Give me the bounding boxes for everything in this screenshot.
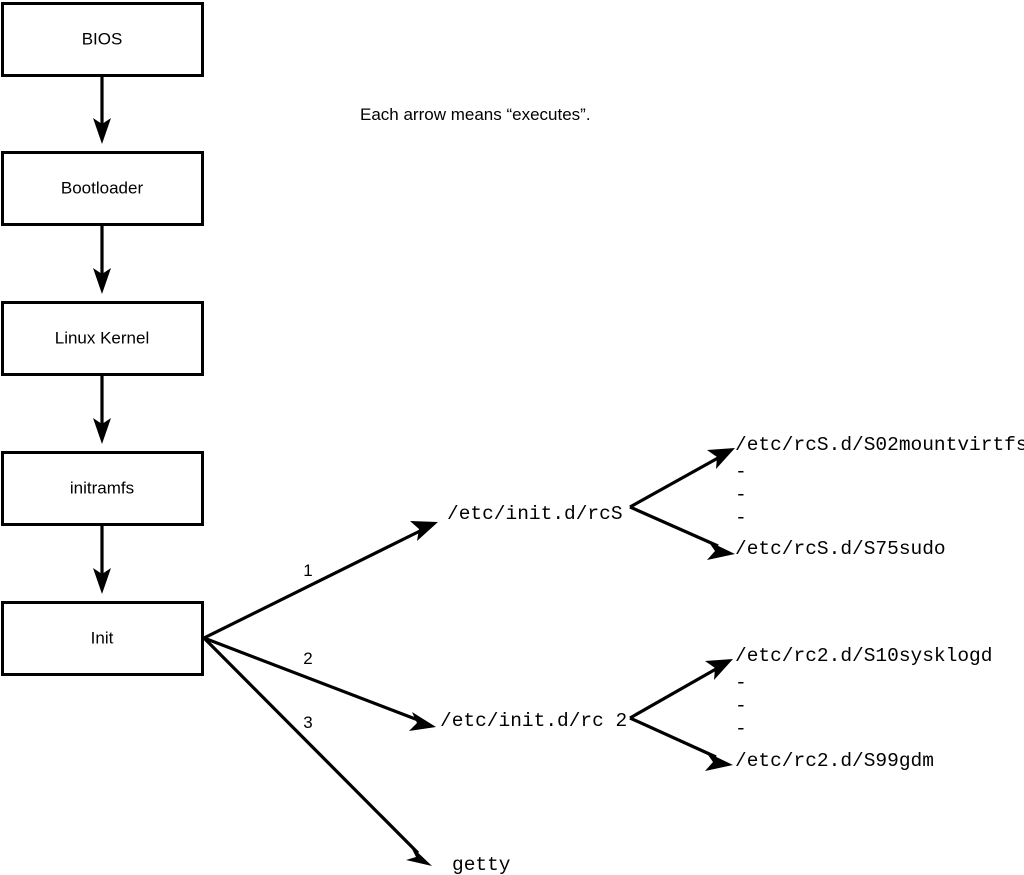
edge-number-3: 3 xyxy=(303,713,312,732)
node-bios-label: BIOS xyxy=(82,29,123,48)
arrow-init-to-getty xyxy=(202,636,432,866)
arrow-init-to-rc2 xyxy=(203,636,436,731)
rc2-branch-edges-group xyxy=(629,659,733,771)
arrow-initramfs-to-init xyxy=(93,526,111,594)
label-init-d-rc2: /etc/init.d/rc 2 xyxy=(440,710,627,732)
label-rcs-d-s02mountvirtfs: /etc/rcS.d/S02mountvirtfs xyxy=(735,434,1024,456)
arrow-rc2-to-last-script xyxy=(629,716,733,771)
ellipsis-dash-rcs-1: - xyxy=(735,461,747,483)
ellipsis-dash-rcs-3: - xyxy=(735,507,747,529)
node-bootloader-label: Bootloader xyxy=(61,178,144,197)
arrow-kernel-to-initramfs xyxy=(93,376,111,444)
init-branch-edges-group xyxy=(202,521,438,866)
node-initramfs[interactable]: initramfs xyxy=(1,451,204,526)
rcs-branch-edges-group xyxy=(629,448,735,560)
node-bootloader[interactable]: Bootloader xyxy=(1,151,204,226)
arrow-rcs-to-first-script xyxy=(629,448,735,509)
label-rc2-d-s99gdm: /etc/rc2.d/S99gdm xyxy=(735,750,934,772)
arrow-bios-to-bootloader xyxy=(93,76,111,144)
edge-number-1: 1 xyxy=(303,561,312,580)
node-init-label: Init xyxy=(91,628,114,647)
label-rc2-d-s10sysklogd: /etc/rc2.d/S10sysklogd xyxy=(735,645,992,667)
edge-number-2: 2 xyxy=(303,649,312,668)
arrow-bootloader-to-kernel xyxy=(93,226,111,294)
ellipsis-dash-rcs-2: - xyxy=(735,484,747,506)
label-init-d-rcs: /etc/init.d/rcS xyxy=(447,503,623,525)
ellipsis-dash-rc2-2: - xyxy=(735,695,747,717)
ellipsis-dash-rc2-1: - xyxy=(735,672,747,694)
arrow-rcs-to-last-script xyxy=(629,505,735,560)
node-linux-kernel[interactable]: Linux Kernel xyxy=(1,301,204,376)
arrow-rc2-to-first-script xyxy=(629,659,733,720)
ellipsis-dash-rc2-3: - xyxy=(735,718,747,740)
legend-note: Each arrow means “executes”. xyxy=(360,105,591,124)
node-bios[interactable]: BIOS xyxy=(1,2,204,77)
arrow-init-to-rcs xyxy=(203,521,438,640)
node-init[interactable]: Init xyxy=(1,601,204,676)
vertical-edges-group xyxy=(93,76,111,594)
node-linux-kernel-label: Linux Kernel xyxy=(55,328,150,347)
label-rcs-d-s75sudo: /etc/rcS.d/S75sudo xyxy=(735,538,946,560)
node-initramfs-label: initramfs xyxy=(70,478,134,497)
label-getty: getty xyxy=(452,854,511,875)
